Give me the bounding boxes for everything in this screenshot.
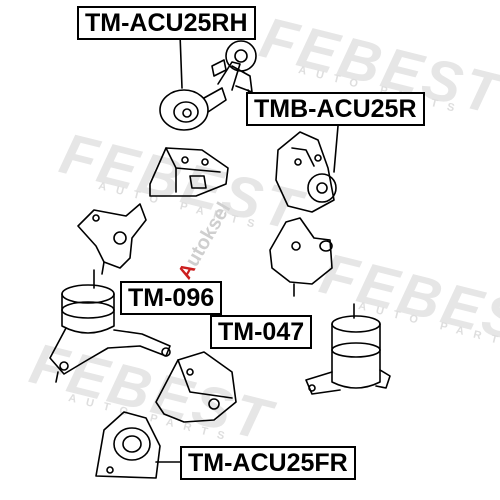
label-tmb-acu25r: TMB-ACU25R: [246, 92, 425, 126]
part-rh-bracket-drawing: [149, 147, 229, 197]
part-tm-096-drawing: [49, 269, 171, 383]
part-left-bracket-drawing: [77, 203, 147, 275]
label-tm-acu25rh: TM-ACU25RH: [77, 6, 256, 40]
part-tm-047-drawing: [305, 303, 391, 395]
part-center-bracket-drawing: [155, 351, 237, 423]
label-tm-acu25fr: TM-ACU25FR: [180, 446, 356, 480]
part-tmb-acu25r-drawing: [269, 125, 339, 297]
label-tm-047: TM-047: [210, 315, 313, 349]
part-tm-acu25rh-drawing: [159, 33, 257, 131]
part-tm-acu25fr-drawing: [95, 411, 181, 479]
label-tm-096: TM-096: [120, 281, 223, 315]
